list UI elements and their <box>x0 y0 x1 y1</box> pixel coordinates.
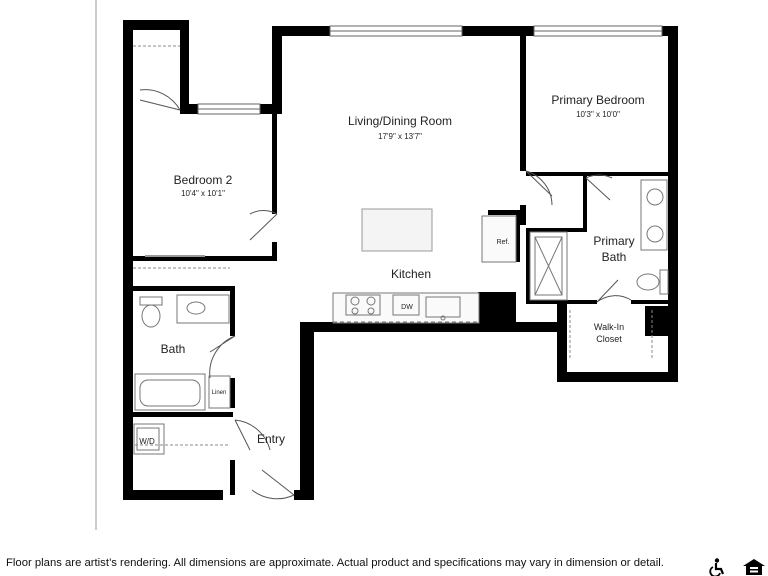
primary-bedroom-dims: 10'3" x 10'0" <box>576 110 620 119</box>
equal-housing-icon <box>743 559 765 575</box>
disclaimer-text: Floor plans are artist’s rendering. All … <box>6 557 664 569</box>
living-room-label: Living/Dining Room <box>348 114 452 128</box>
fridge-label: Ref. <box>497 239 510 246</box>
interior-walls <box>133 36 668 495</box>
walk-in-closet-label-line1: Walk-In <box>594 322 624 332</box>
windows <box>197 25 663 115</box>
kitchen-counter <box>332 215 517 324</box>
bedroom-2-dims: 10'4" x 10'1" <box>181 189 225 198</box>
entry-label: Entry <box>257 432 285 446</box>
doors <box>139 89 632 500</box>
accessibility-icon <box>709 558 725 576</box>
primary-bedroom-label: Primary Bedroom <box>551 93 644 107</box>
dishwasher-label: DW <box>401 304 413 311</box>
walk-in-closet-label-line2: Closet <box>596 334 622 344</box>
bath-label: Bath <box>161 342 186 356</box>
kitchen-island <box>361 208 433 252</box>
exterior-walls <box>123 20 678 500</box>
closet-shelves <box>133 45 653 446</box>
primary-bath-label-line2: Bath <box>602 250 627 264</box>
primary-bath-label-line1: Primary <box>593 234 634 248</box>
bath-fixtures <box>133 179 669 455</box>
living-room-dims: 17'9" x 13'7" <box>378 132 422 141</box>
kitchen-label: Kitchen <box>391 267 431 281</box>
bedroom-2-label: Bedroom 2 <box>174 173 233 187</box>
linen-label: Linen <box>212 390 227 396</box>
washer-dryer-label: W/D <box>139 437 155 446</box>
